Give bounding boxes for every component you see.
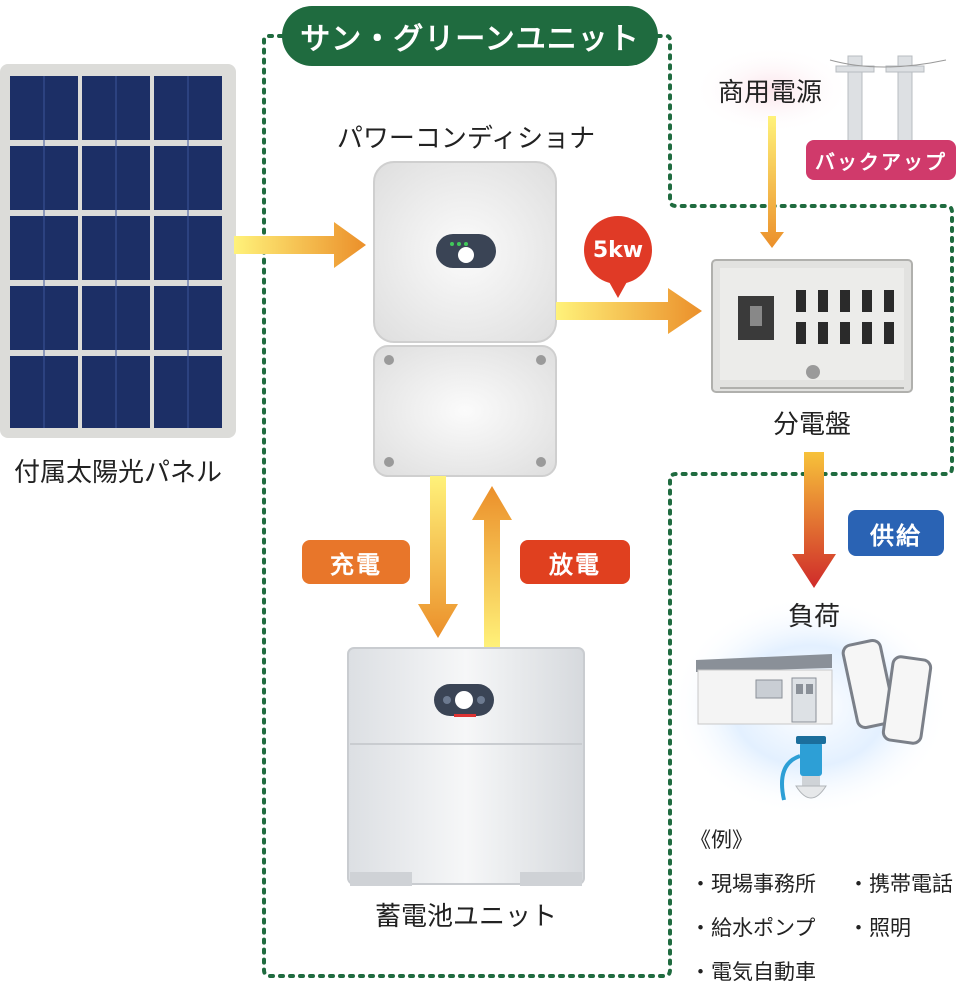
example-item: ・現場事務所 — [690, 872, 816, 896]
arrow-charge — [418, 476, 458, 638]
arrow-power-to-board — [760, 116, 784, 248]
load-examples: 《例》 ・現場事務所 ・携帯電話 ・給水ポンプ ・照明 ・電気自動車 — [690, 818, 960, 994]
arrow-pcs-to-board — [556, 288, 702, 334]
mobile-phone-icon — [841, 638, 933, 745]
backup-badge: バックアップ — [806, 140, 956, 180]
example-item: ・携帯電話 — [848, 872, 953, 896]
arrow-discharge — [472, 486, 512, 648]
example-item: ・給水ポンプ — [690, 916, 816, 940]
power-conditioner-icon — [373, 161, 557, 477]
examples-heading: 《例》 — [690, 828, 753, 852]
example-item: ・照明 — [848, 916, 911, 940]
load-label: 負荷 — [787, 602, 840, 632]
utility-pole-icon — [829, 55, 947, 161]
charge-badge: 充電 — [302, 540, 410, 584]
output-badge: 5kw — [592, 237, 644, 263]
arrow-board-to-load — [792, 452, 836, 588]
example-item: ・電気自動車 — [690, 960, 816, 984]
battery-unit-label: 蓄電池ユニット — [374, 902, 557, 932]
unit-title: サン・グリーンユニット — [282, 6, 658, 66]
discharge-badge: 放電 — [520, 540, 630, 584]
solar-panel-icon — [0, 64, 236, 438]
arrow-panel-to-pcs — [234, 222, 366, 268]
commercial-power-label: 商用電源 — [717, 78, 822, 108]
solar-panel-label: 付属太陽光パネル — [13, 458, 222, 488]
battery-unit-icon — [347, 647, 585, 886]
distribution-board-icon — [711, 259, 913, 393]
water-pump-icon — [780, 736, 827, 801]
output-badge-shape — [584, 216, 652, 298]
unit-boundary — [262, 34, 954, 978]
distribution-board-label: 分電盤 — [772, 410, 851, 440]
power-conditioner-label: パワーコンディショナ — [336, 124, 596, 154]
site-office-icon — [696, 654, 833, 725]
supply-badge: 供給 — [848, 510, 944, 556]
